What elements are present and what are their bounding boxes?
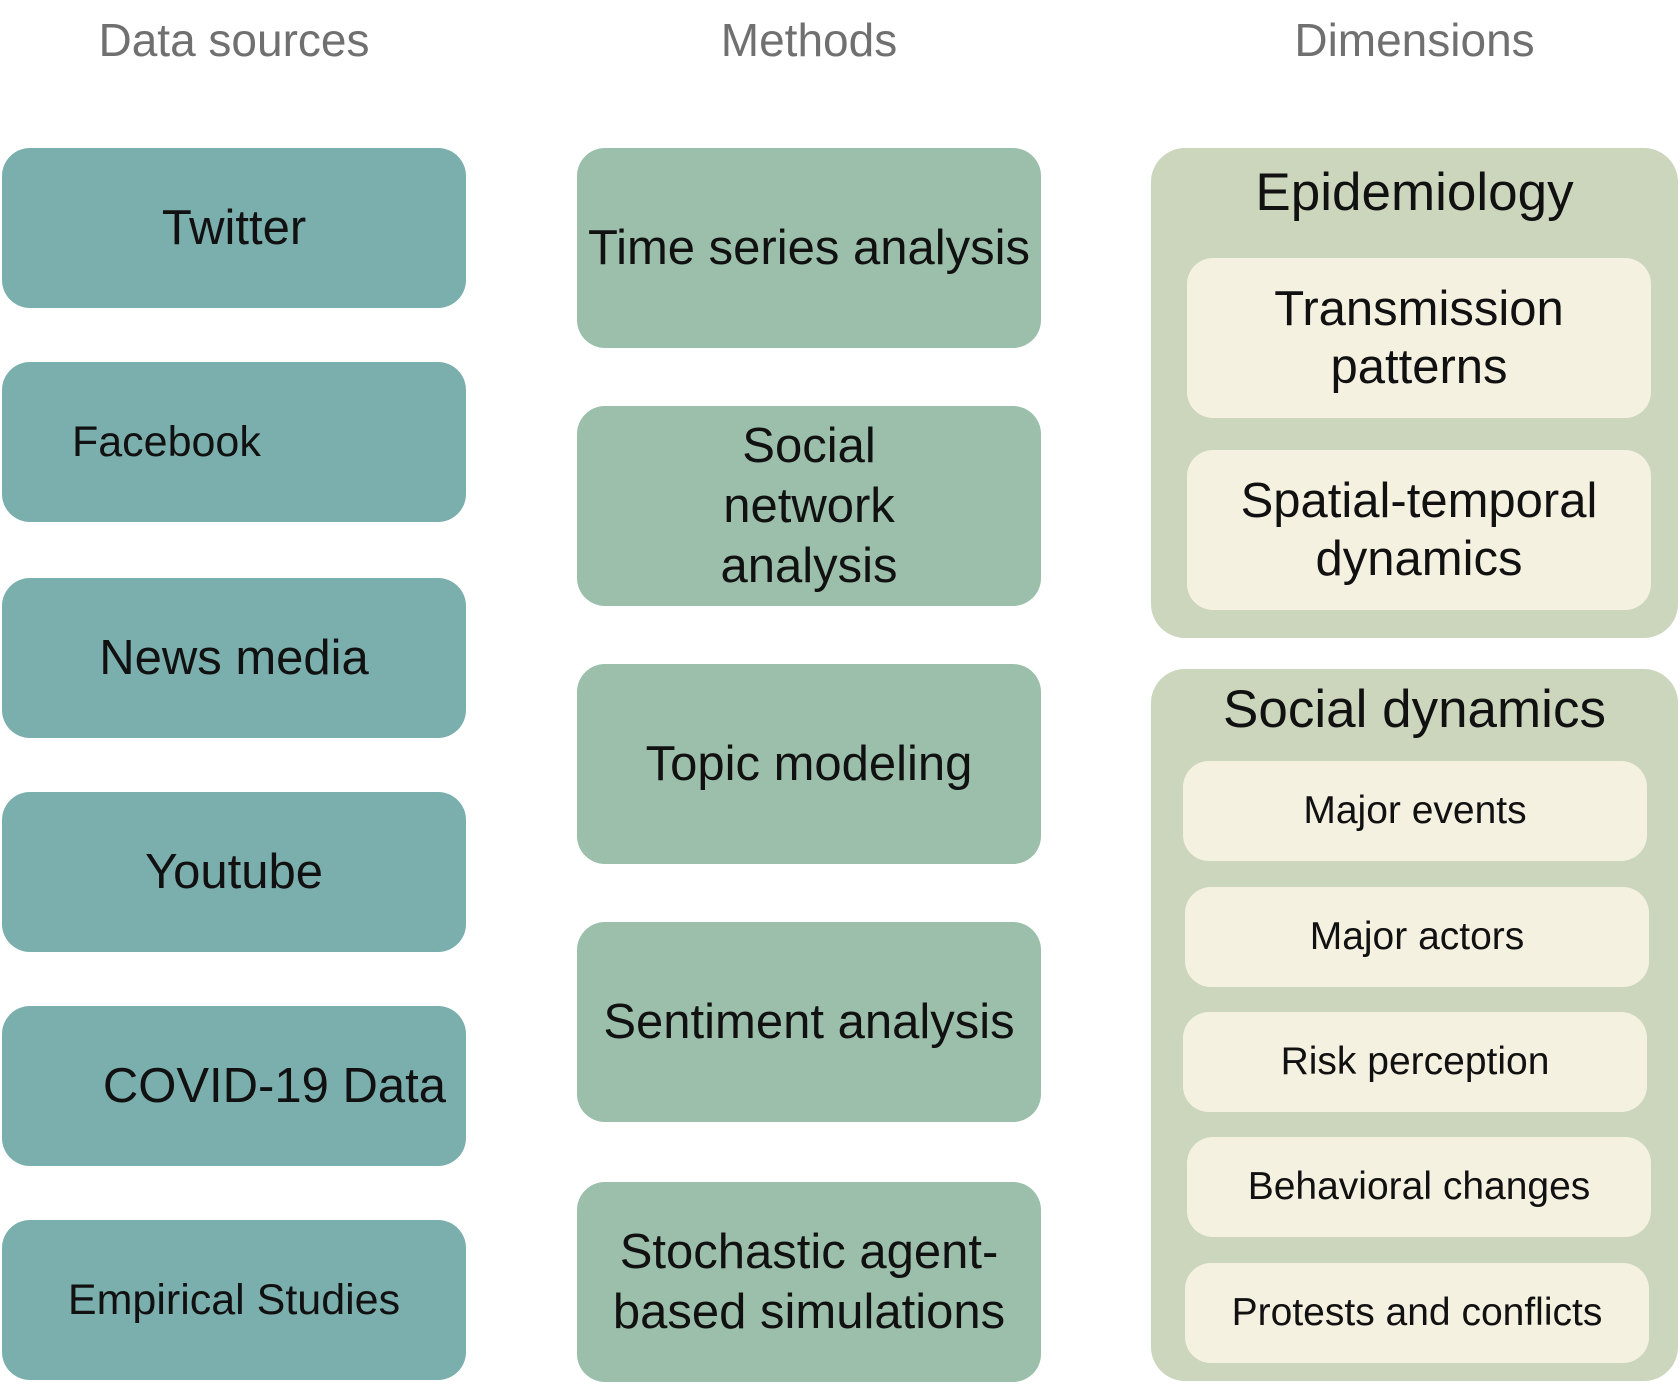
method-stochastic-agent-based-simulations: Stochastic agent-based simulations	[577, 1182, 1041, 1382]
header-dimensions: Dimensions	[1294, 14, 1535, 66]
dimension-item-behavioral-changes: Behavioral changes	[1187, 1137, 1651, 1237]
header-methods: Methods	[720, 14, 898, 66]
method-sentiment-analysis: Sentiment analysis	[577, 922, 1041, 1122]
data-source-news-media: News media	[2, 578, 466, 738]
dimension-group-title: Epidemiology	[1255, 163, 1574, 222]
dimension-group-title: Social dynamics	[1223, 680, 1606, 739]
data-source-youtube: Youtube	[2, 792, 466, 952]
dimension-item-risk-perception: Risk perception	[1183, 1012, 1647, 1112]
dimension-item-major-actors: Major actors	[1185, 887, 1649, 987]
data-source-empirical-studies: Empirical Studies	[2, 1220, 466, 1380]
method-topic-modeling: Topic modeling	[577, 664, 1041, 864]
dimension-item-protests-and-conflicts: Protests and conflicts	[1185, 1263, 1649, 1363]
header-data-sources: Data sources	[98, 14, 370, 66]
data-source-twitter: Twitter	[2, 148, 466, 308]
data-source-facebook: Facebook	[2, 362, 466, 522]
dimension-group-social-dynamics: Social dynamics Major events Major actor…	[1151, 669, 1678, 1381]
dimension-group-epidemiology: Epidemiology Transmission patterns Spati…	[1151, 148, 1678, 638]
dimension-item-transmission-patterns: Transmission patterns	[1187, 258, 1651, 418]
method-social-network-analysis: Social network analysis	[577, 406, 1041, 606]
dimension-item-major-events: Major events	[1183, 761, 1647, 861]
dimension-item-spatial-temporal-dynamics: Spatial-temporal dynamics	[1187, 450, 1651, 610]
data-source-covid-19-data: COVID-19 Data	[2, 1006, 466, 1166]
method-time-series-analysis: Time series analysis	[577, 148, 1041, 348]
